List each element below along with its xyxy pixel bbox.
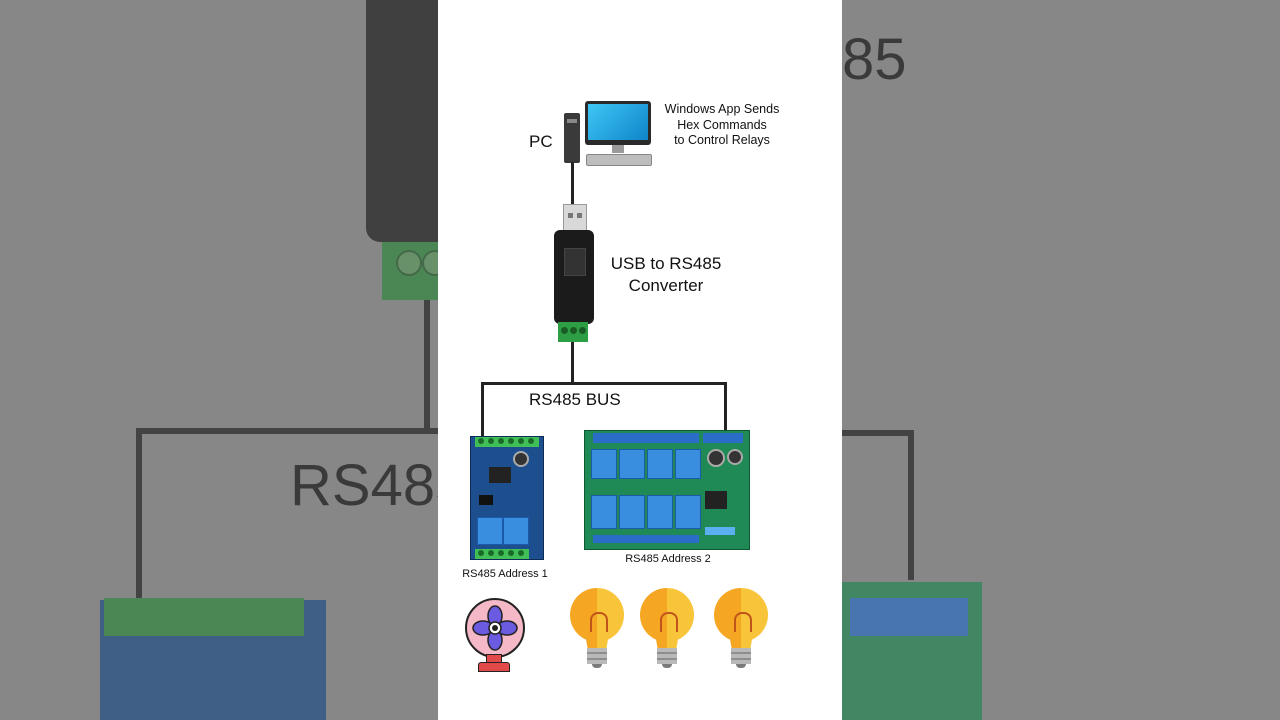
usb-cable [571,162,574,206]
usb-rs485-converter [554,230,594,324]
converter-terminal [558,322,588,342]
pc-note-line1: Windows App Sends [662,102,782,116]
pc-tower-icon [564,113,580,163]
diagram-panel: PC Windows App Sends Hex Commands to Con… [438,0,842,720]
pc-note-line3: to Control Relays [662,133,782,147]
light-bulb-icon [570,588,626,672]
board-1-label: RS485 Address 1 [458,568,552,580]
converter-label-line1: USB to RS485 [606,254,726,274]
light-bulb-icon [714,588,770,672]
bus-feed-wire [571,342,574,384]
background-right: 85 [842,0,1280,720]
pc-label: PC [529,132,553,152]
monitor-stand [612,145,624,153]
pc-note-line2: Hex Commands [662,118,782,132]
board-2-label: RS485 Address 2 [614,553,722,565]
bus-drop-left [481,382,484,438]
light-bulb-icon [640,588,696,672]
keyboard-icon [586,154,652,166]
rs485-bus-line [481,382,727,385]
background-left: RS485 [0,0,438,720]
bus-drop-right [724,382,727,432]
fan-base [478,662,510,672]
bus-label: RS485 BUS [529,390,621,410]
converter-label-line2: Converter [606,276,726,296]
relay-board-address-2 [584,430,750,550]
relay-board-address-1 [470,436,544,560]
fan-icon [465,598,525,658]
monitor-icon [585,101,651,145]
